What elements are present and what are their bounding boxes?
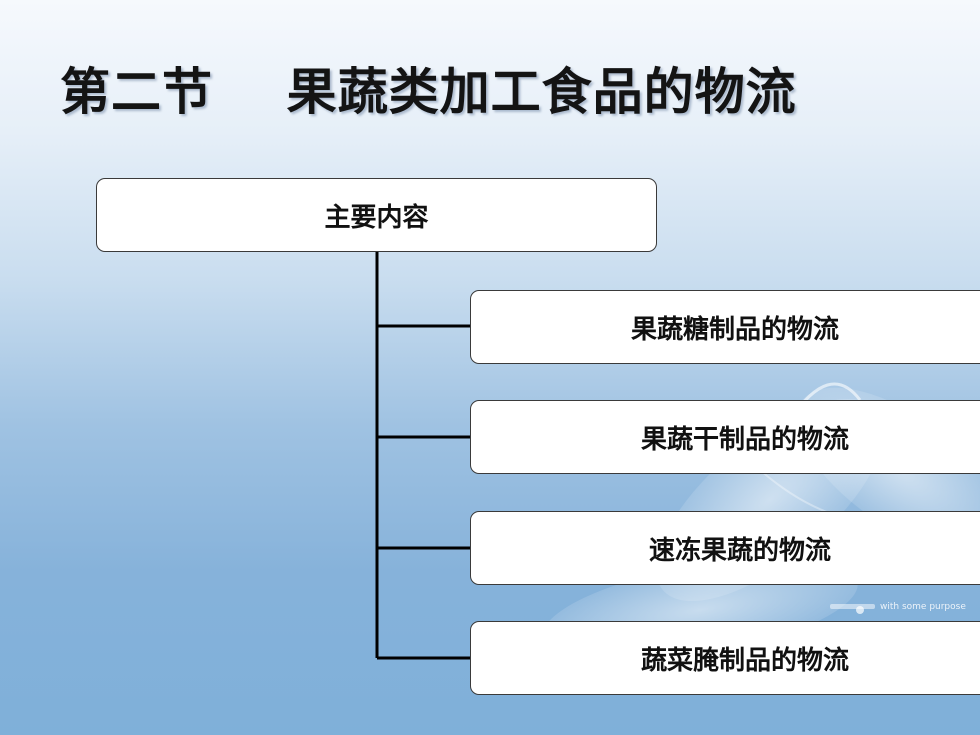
child-node-candied-products: 果蔬糖制品的物流	[470, 290, 980, 364]
child-node-frozen-products: 速冻果蔬的物流	[470, 511, 980, 585]
child-node-label: 蔬菜腌制品的物流	[640, 645, 849, 676]
page-title: 第二节 果蔬类加工食品的物流	[60, 62, 797, 121]
child-node-label: 果蔬干制品的物流	[640, 424, 849, 455]
child-node-dried-products: 果蔬干制品的物流	[470, 400, 980, 474]
child-node-pickled-products: 蔬菜腌制品的物流	[470, 621, 980, 695]
watermark-text: with some purpose	[880, 602, 966, 612]
child-node-label: 速冻果蔬的物流	[648, 535, 831, 566]
child-node-label: 果蔬糖制品的物流	[630, 314, 839, 345]
root-node-label: 主要内容	[324, 202, 429, 233]
root-node-main-content: 主要内容	[96, 178, 657, 252]
